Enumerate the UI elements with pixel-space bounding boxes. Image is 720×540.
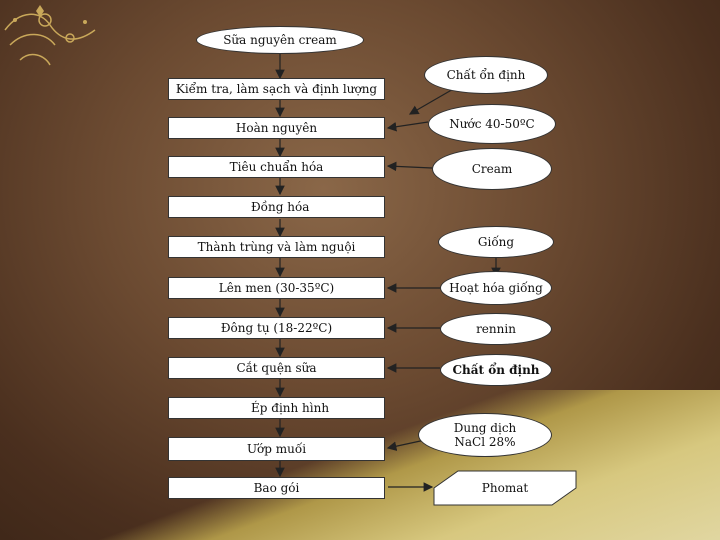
step-pasteurization: Thành trùng và làm nguội <box>168 236 385 258</box>
input-rennin: rennin <box>440 313 552 345</box>
input-water: Nước 40-50ºC <box>428 104 556 144</box>
step-raw-milk: Sữa nguyên cream <box>196 26 364 54</box>
step-salting: Ướp muối <box>168 437 385 461</box>
step-fermentation: Lên men (30-35ºC) <box>168 277 385 299</box>
corner-ornament-icon <box>4 5 96 66</box>
step-pressing: Ép định hình <box>168 397 385 419</box>
step-inspection: Kiểm tra, làm sạch và định lượng <box>168 78 385 100</box>
arrow-nacl <box>386 439 426 451</box>
input-stabilizer-1: Chất ổn định <box>424 56 548 94</box>
arrow-cream <box>386 161 433 172</box>
input-culture: Giống <box>438 226 554 258</box>
input-activated-culture: Hoạt hóa giống <box>440 271 552 305</box>
step-curd-cutting: Cắt quện sữa <box>168 357 385 379</box>
step-standardization: Tiêu chuẩn hóa <box>168 156 385 178</box>
step-packaging: Bao gói <box>168 477 385 499</box>
input-cream: Cream <box>432 148 552 190</box>
input-stabilizer-2: Chất ổn định <box>440 354 552 386</box>
output-cheese-shape <box>433 470 577 506</box>
arrow-water <box>386 121 429 132</box>
input-nacl-solution: Dung dịch NaCl 28% <box>418 413 552 457</box>
output-cheese-label: Phomat <box>481 481 529 495</box>
step-reconstitution: Hoàn nguyên <box>168 117 385 139</box>
step-coagulation: Đông tụ (18-22ºC) <box>168 317 385 339</box>
arrow-stabilizer-1 <box>408 87 456 115</box>
step-homogenization: Đồng hóa <box>168 196 385 218</box>
